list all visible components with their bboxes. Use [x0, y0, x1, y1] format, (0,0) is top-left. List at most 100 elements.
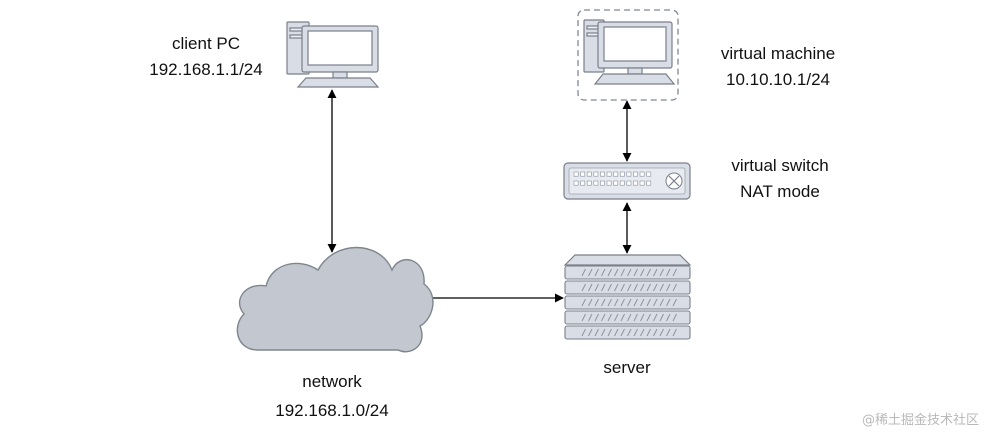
switch-port — [586, 180, 592, 186]
server-vent — [633, 328, 638, 337]
server-vent — [614, 283, 619, 292]
server-rack-unit — [564, 310, 691, 325]
server-vent — [601, 268, 606, 277]
server-vent — [659, 328, 664, 337]
switch-port — [639, 180, 645, 186]
server-vent — [588, 313, 593, 322]
network-cloud-icon — [236, 246, 434, 353]
server-vent — [620, 268, 625, 277]
server-vent — [672, 313, 677, 322]
server-vent — [653, 298, 658, 307]
server-vent — [666, 268, 671, 277]
server-vent — [633, 313, 638, 322]
server-vent — [672, 268, 677, 277]
switch-port — [626, 171, 632, 177]
server-vent — [640, 328, 645, 337]
network-subnet: 192.168.1.0/24 — [275, 401, 389, 420]
switch-port — [613, 180, 619, 186]
server-vent — [653, 283, 658, 292]
virtual-machine-name: virtual machine — [720, 44, 836, 63]
switch-port — [639, 171, 645, 177]
switch-port — [613, 171, 619, 177]
server-vent — [633, 298, 638, 307]
server-vent — [594, 313, 599, 322]
server-vent — [659, 298, 664, 307]
server-rack-unit — [564, 325, 691, 340]
switch-port — [606, 171, 612, 177]
server-rack-unit — [564, 280, 691, 295]
server-vent — [646, 328, 651, 337]
server-vent — [614, 298, 619, 307]
client-pc-name: client PC — [171, 34, 241, 53]
server-vent — [666, 313, 671, 322]
switch-port — [633, 171, 638, 177]
switch-port — [580, 180, 586, 186]
server-vent — [646, 268, 651, 277]
client-pc-icon — [286, 21, 380, 88]
switch-port — [593, 171, 599, 177]
virtual-switch-icon — [563, 162, 691, 200]
server-vent — [646, 313, 651, 322]
server-vent — [640, 268, 645, 277]
switch-port — [646, 180, 652, 186]
switch-port — [586, 171, 592, 177]
server-vent — [620, 298, 625, 307]
virtual-machine-ip: 10.10.10.1/24 — [726, 70, 830, 89]
server-vent — [627, 268, 632, 277]
server-vent — [646, 298, 651, 307]
server-vent — [666, 283, 671, 292]
server-vent — [601, 328, 606, 337]
server-vent — [588, 268, 593, 277]
server-vent — [581, 313, 586, 322]
switch-port — [619, 171, 625, 177]
server-vent — [627, 283, 632, 292]
server-vent — [607, 298, 612, 307]
server-vent — [588, 283, 593, 292]
server-vent — [594, 298, 599, 307]
switch-port — [619, 180, 625, 186]
server-vent — [672, 298, 677, 307]
server-vent — [607, 268, 612, 277]
server-vent — [614, 268, 619, 277]
server-vent — [640, 283, 645, 292]
server-vent — [620, 313, 625, 322]
server-vent — [653, 313, 658, 322]
switch-port — [646, 171, 652, 177]
server-vent — [581, 283, 586, 292]
virtual-switch-name: virtual switch — [731, 156, 829, 175]
server-vent — [633, 268, 638, 277]
server-icon — [563, 254, 692, 340]
switch-port — [573, 180, 579, 186]
server-vent — [614, 313, 619, 322]
server-vent — [620, 283, 625, 292]
server-vent — [672, 328, 677, 337]
server-vent — [666, 298, 671, 307]
network-name: network — [302, 372, 362, 391]
server-vent — [601, 283, 606, 292]
server-vent — [653, 268, 658, 277]
server-vent — [614, 328, 619, 337]
switch-port — [626, 180, 632, 186]
server-vent — [607, 283, 612, 292]
server-rack-unit — [564, 265, 691, 280]
virtual-switch-mode: NAT mode — [740, 182, 820, 201]
server-vent — [646, 283, 651, 292]
server-vent — [601, 298, 606, 307]
server-vent — [659, 313, 664, 322]
server-vent — [588, 298, 593, 307]
server-vent — [640, 298, 645, 307]
server-vent — [659, 268, 664, 277]
switch-port — [593, 180, 599, 186]
server-vent — [581, 268, 586, 277]
server-vent — [594, 268, 599, 277]
server-vent — [588, 328, 593, 337]
server-vent — [653, 328, 658, 337]
switch-port — [633, 180, 638, 186]
server-vent — [581, 328, 586, 337]
server-vent — [607, 328, 612, 337]
server-vent — [633, 283, 638, 292]
virtual-machine-dashed-border — [577, 9, 679, 101]
server-vent — [659, 283, 664, 292]
virtual-machine-icon — [583, 19, 676, 85]
